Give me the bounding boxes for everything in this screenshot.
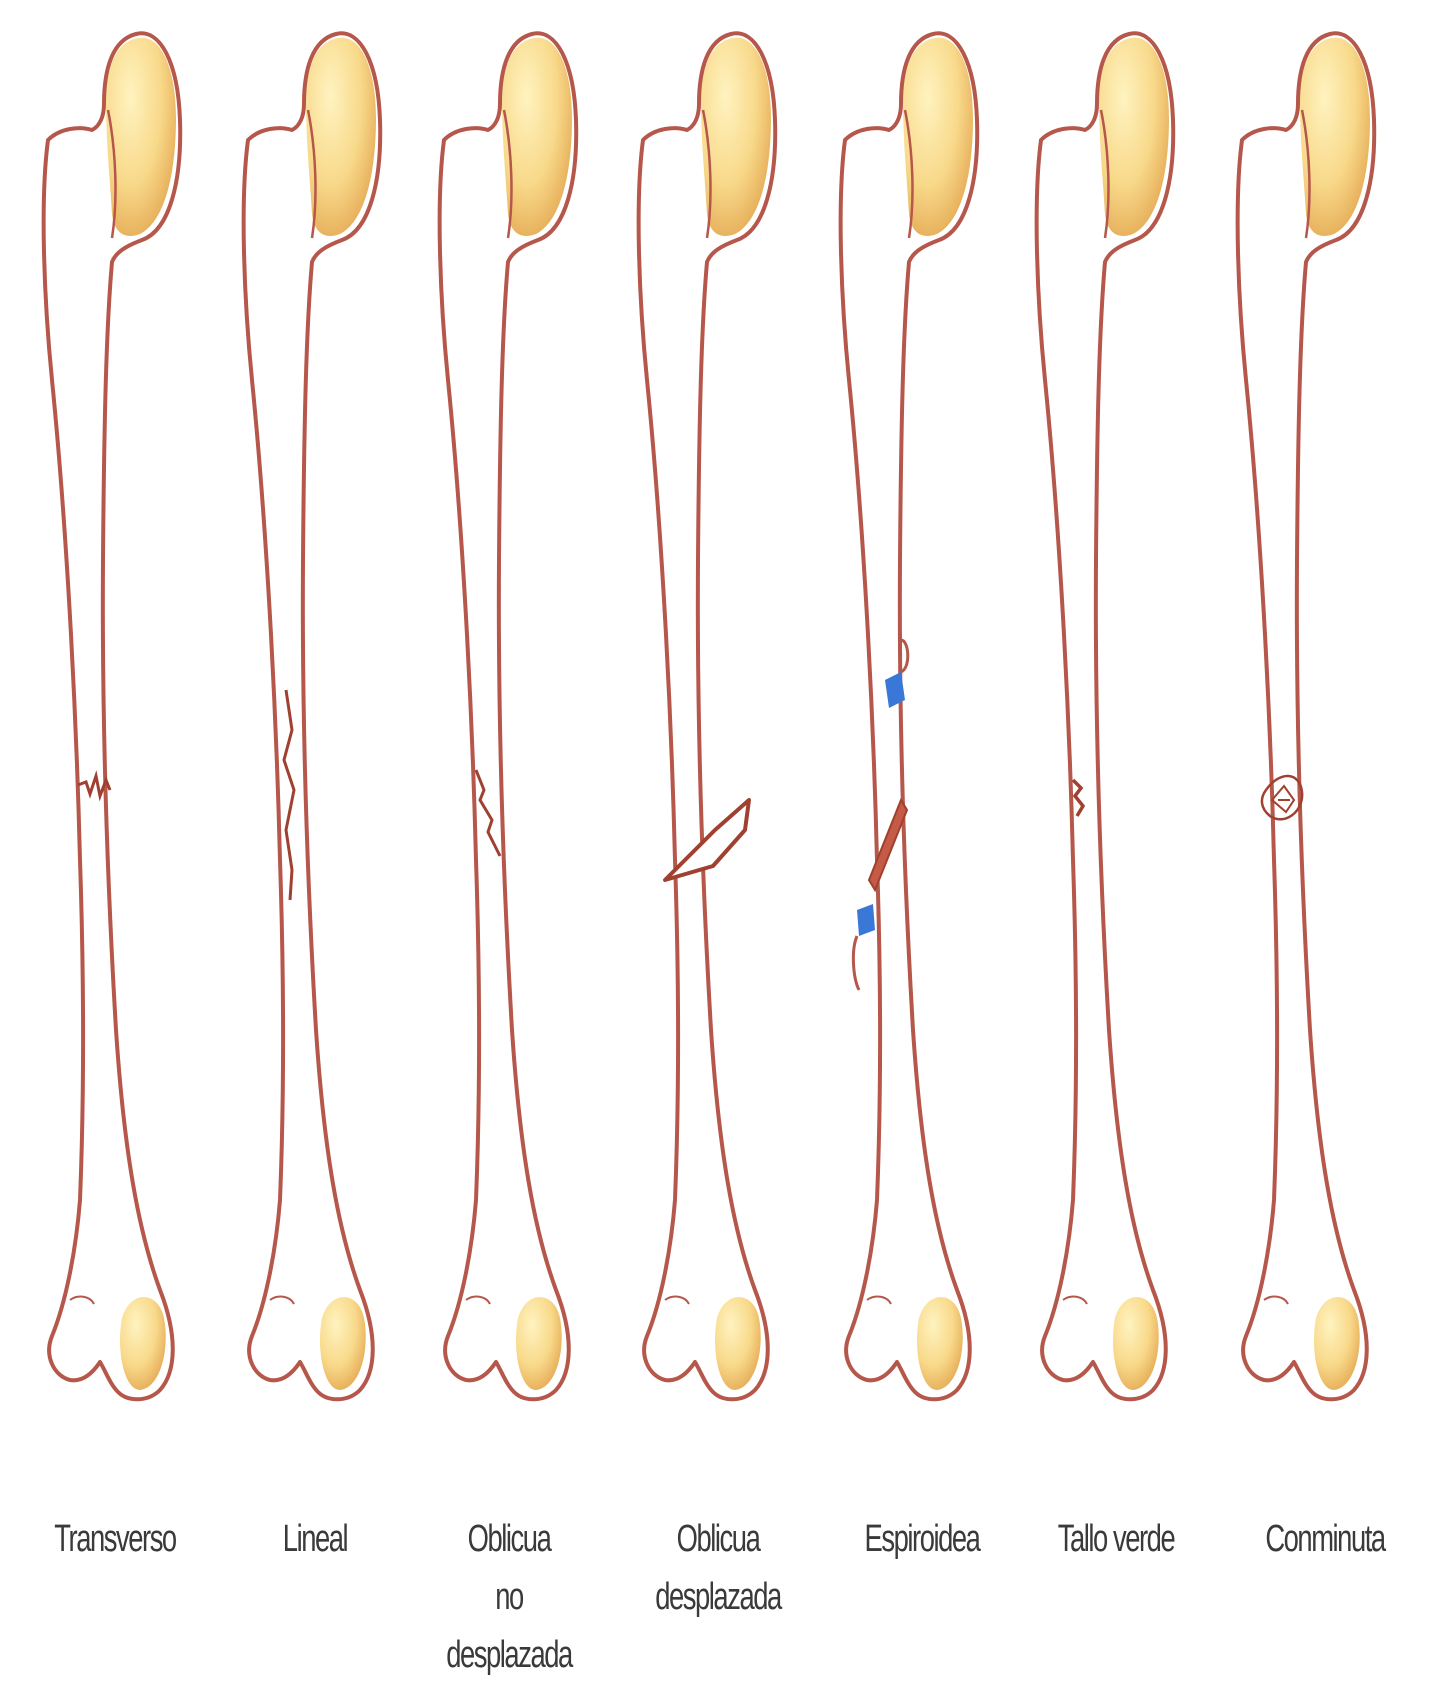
condyle-notch — [1063, 1297, 1087, 1304]
label-line: desplazada — [639, 1568, 797, 1626]
condyle-cartilage — [1314, 1297, 1360, 1390]
condyle-cartilage — [320, 1297, 366, 1390]
label-transverso: Transverso — [36, 1510, 194, 1568]
bone-outline — [1238, 33, 1375, 1399]
femoral-head-cartilage — [1099, 38, 1169, 236]
condyle-cartilage — [120, 1297, 166, 1390]
bone-transverso — [44, 33, 181, 1399]
bone-tallo-verde — [1037, 33, 1174, 1399]
fracture-gap — [665, 800, 749, 880]
bone-oblicua-no-desplazada — [440, 33, 577, 1399]
label-line: Espiroidea — [843, 1510, 1001, 1568]
bone-outline — [244, 33, 381, 1399]
label-line: Lineal — [236, 1510, 394, 1568]
label-conminuta: Conminuta — [1246, 1510, 1404, 1568]
condyle-notch — [665, 1297, 689, 1304]
femoral-head-cartilage — [502, 38, 572, 236]
condyle-notch — [1264, 1297, 1288, 1304]
femoral-head-cartilage — [903, 38, 973, 236]
bone-outline — [440, 33, 577, 1399]
comminuted-fragments — [1272, 786, 1294, 812]
condyle-cartilage — [1113, 1297, 1159, 1390]
bone-lineal — [244, 33, 381, 1399]
label-line: Tallo verde — [1037, 1510, 1195, 1568]
femoral-head-cartilage — [1300, 38, 1370, 236]
condyle-cartilage — [715, 1297, 761, 1390]
label-oblicua-desplazada: Oblicua desplazada — [639, 1510, 797, 1626]
bone-outline — [841, 33, 978, 1399]
fracture-line — [284, 690, 294, 900]
bone-oblicua-desplazada — [639, 33, 776, 1399]
label-line: Conminuta — [1246, 1510, 1404, 1568]
bone-conminuta — [1238, 33, 1375, 1399]
bone-outline — [639, 33, 776, 1399]
femoral-head-cartilage — [701, 38, 771, 236]
lower-spiral-edge — [853, 936, 859, 990]
bone-espiroidea — [841, 33, 978, 1399]
lower-blue-fragment — [857, 904, 875, 936]
fracture-line — [1073, 780, 1083, 816]
condyle-cartilage — [917, 1297, 963, 1390]
label-line: Oblicua — [430, 1510, 588, 1568]
comminuted-outline — [1262, 776, 1302, 819]
condyle-notch — [270, 1297, 294, 1304]
condyle-notch — [70, 1297, 94, 1304]
femoral-head-cartilage — [306, 38, 376, 236]
fracture-line — [476, 770, 500, 856]
label-espiroidea: Espiroidea — [843, 1510, 1001, 1568]
condyle-notch — [867, 1297, 891, 1304]
condyle-notch — [466, 1297, 490, 1304]
label-line: no desplazada — [430, 1568, 588, 1684]
label-lineal: Lineal — [236, 1510, 394, 1568]
bone-outline — [1037, 33, 1174, 1399]
label-tallo-verde: Tallo verde — [1037, 1510, 1195, 1568]
condyle-cartilage — [516, 1297, 562, 1390]
bone-outline — [44, 33, 181, 1399]
label-oblicua-no-desplazada: Oblicua no desplazada — [430, 1510, 588, 1684]
femoral-head-cartilage — [106, 38, 176, 236]
label-line: Transverso — [36, 1510, 194, 1568]
label-line: Oblicua — [639, 1510, 797, 1568]
